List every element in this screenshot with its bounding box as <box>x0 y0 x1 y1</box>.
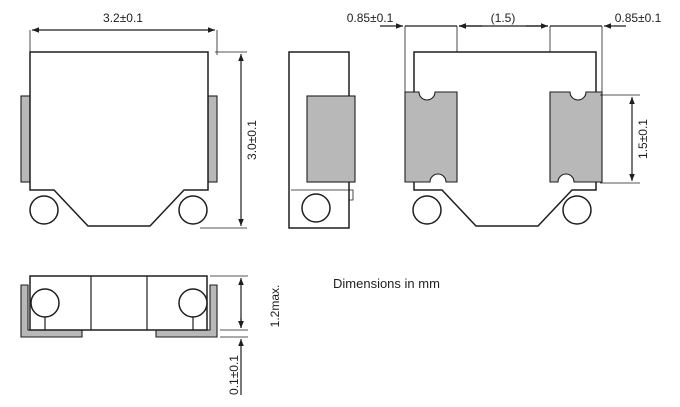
top-view: 3.2±0.1 3.0±0.1 <box>20 11 259 229</box>
offset-label: 0.1±0.1 <box>227 355 241 395</box>
right-front-terminal <box>155 284 218 338</box>
right-terminal <box>207 95 218 183</box>
right-pin-circle-bottom <box>562 195 592 225</box>
center-gap-label: (1.5) <box>491 11 516 25</box>
bottom-view: 0.85±0.1 (1.5) 0.85±0.1 1.5±0.1 <box>347 11 662 227</box>
left-pin-circle <box>29 195 59 225</box>
left-terminal <box>20 95 31 183</box>
pad-height-label: 1.5±0.1 <box>636 119 650 159</box>
front-height-label: 1.2max. <box>268 285 282 328</box>
left-pad-width-label: 0.85±0.1 <box>347 11 394 25</box>
left-pad <box>404 91 458 183</box>
left-front-pin <box>30 288 60 318</box>
right-pad <box>549 91 603 183</box>
side-pin-circle <box>301 193 331 223</box>
right-pad-width-label: 0.85±0.1 <box>615 11 662 25</box>
right-pin-circle <box>178 195 208 225</box>
height-label: 3.0±0.1 <box>245 120 259 160</box>
side-terminal <box>306 95 356 183</box>
right-front-pin <box>178 288 208 318</box>
component-body-top <box>29 51 209 227</box>
left-pin-circle-bottom <box>412 195 442 225</box>
width-label: 3.2±0.1 <box>103 11 143 25</box>
front-view: 1.2max. 0.1±0.1 <box>20 275 282 395</box>
caption: Dimensions in mm <box>333 276 440 291</box>
side-view <box>288 51 356 229</box>
